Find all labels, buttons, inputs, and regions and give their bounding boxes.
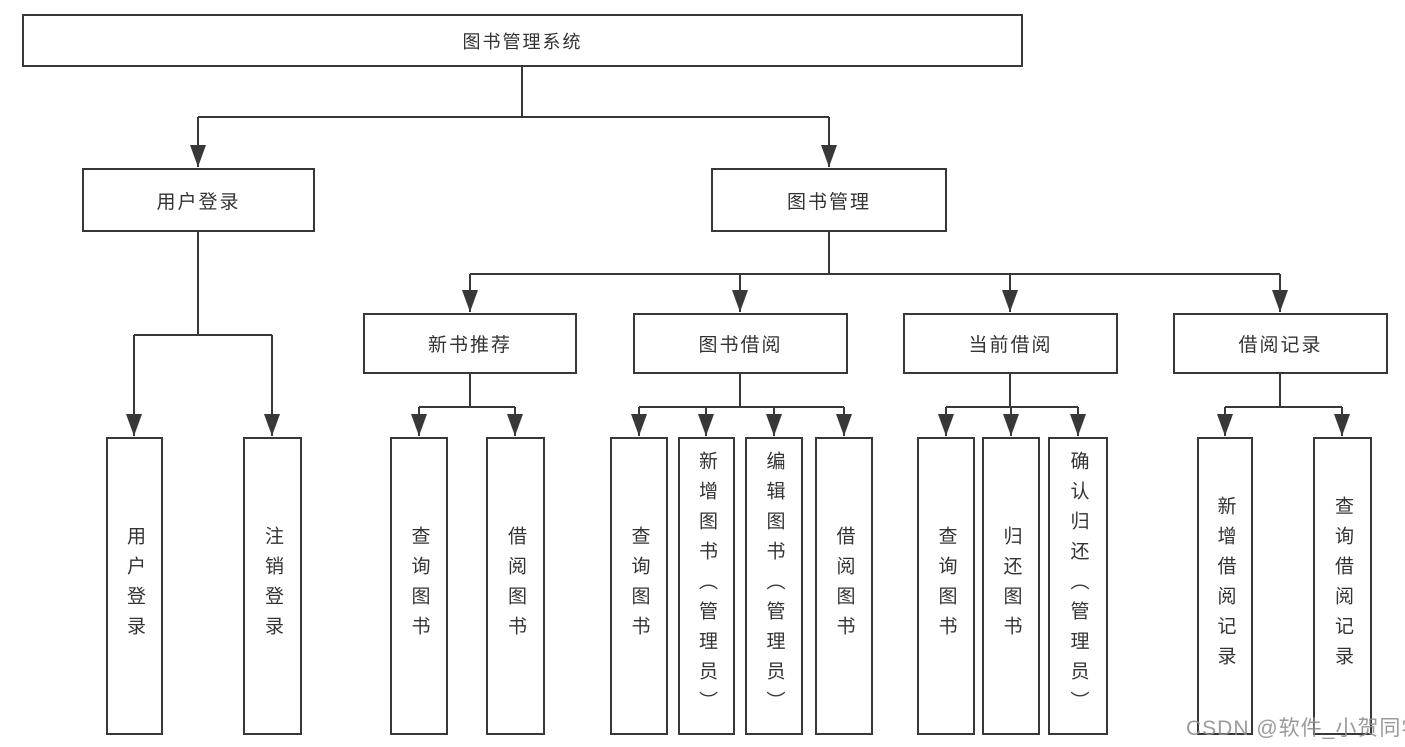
node-label: 新增借阅记录 xyxy=(1214,496,1236,676)
node-label: 注销登录 xyxy=(262,526,283,646)
node-label: 图书借阅 xyxy=(698,335,783,356)
node-label: 用户登录 xyxy=(124,526,145,646)
node-label: 新书推荐 xyxy=(427,335,512,356)
leaf-borrow-books: 借阅图书 xyxy=(815,437,873,735)
leaf-confirm-return-admin: 确认归还（管理员） xyxy=(1048,437,1108,735)
node-label: 查询图书 xyxy=(408,526,430,646)
leaf-add-books-admin: 新增图书（管理员） xyxy=(678,437,735,735)
leaf-edit-books-admin: 编辑图书（管理员） xyxy=(745,437,803,735)
node-borrowing-records: 借阅记录 xyxy=(1173,313,1388,374)
node-label: 借阅图书 xyxy=(833,526,855,646)
node-label: 查询图书 xyxy=(935,526,957,646)
node-label: 编辑图书（管理员） xyxy=(763,451,785,721)
node-library-management-system: 图书管理系统 xyxy=(22,14,1023,67)
node-new-book-recommendation: 新书推荐 xyxy=(363,313,577,374)
node-user-login: 用户登录 xyxy=(82,168,315,232)
leaf-borrow-books-recommend: 借阅图书 xyxy=(486,437,545,735)
node-book-borrowing: 图书借阅 xyxy=(633,313,848,374)
node-label: 查询借阅记录 xyxy=(1332,496,1353,676)
leaf-user-login: 用户登录 xyxy=(106,437,163,735)
leaf-return-books: 归还图书 xyxy=(982,437,1040,735)
node-label: 借阅记录 xyxy=(1238,335,1323,356)
leaf-query-books-recommend: 查询图书 xyxy=(390,437,448,735)
leaf-query-books-borrow: 查询图书 xyxy=(610,437,668,735)
node-book-management: 图书管理 xyxy=(711,168,947,232)
node-label: 图书管理系统 xyxy=(462,31,583,52)
leaf-query-books-current: 查询图书 xyxy=(917,437,975,735)
node-label: 借阅图书 xyxy=(505,526,526,646)
node-label: 确认归还（管理员） xyxy=(1067,451,1089,721)
csdn-watermark: CSDN @软件_小贺同学 xyxy=(1186,717,1405,740)
node-label: 图书管理 xyxy=(786,191,871,213)
node-label: 新增图书（管理员） xyxy=(696,451,717,721)
node-label: 当前借阅 xyxy=(968,335,1053,356)
node-label: 查询图书 xyxy=(628,526,650,646)
leaf-query-borrow-record: 查询借阅记录 xyxy=(1313,437,1372,735)
node-label: 用户登录 xyxy=(156,191,241,213)
node-current-borrowing: 当前借阅 xyxy=(903,313,1118,374)
node-label: 归还图书 xyxy=(1000,526,1022,646)
leaf-add-borrow-record: 新增借阅记录 xyxy=(1197,437,1253,735)
leaf-logout: 注销登录 xyxy=(243,437,302,735)
